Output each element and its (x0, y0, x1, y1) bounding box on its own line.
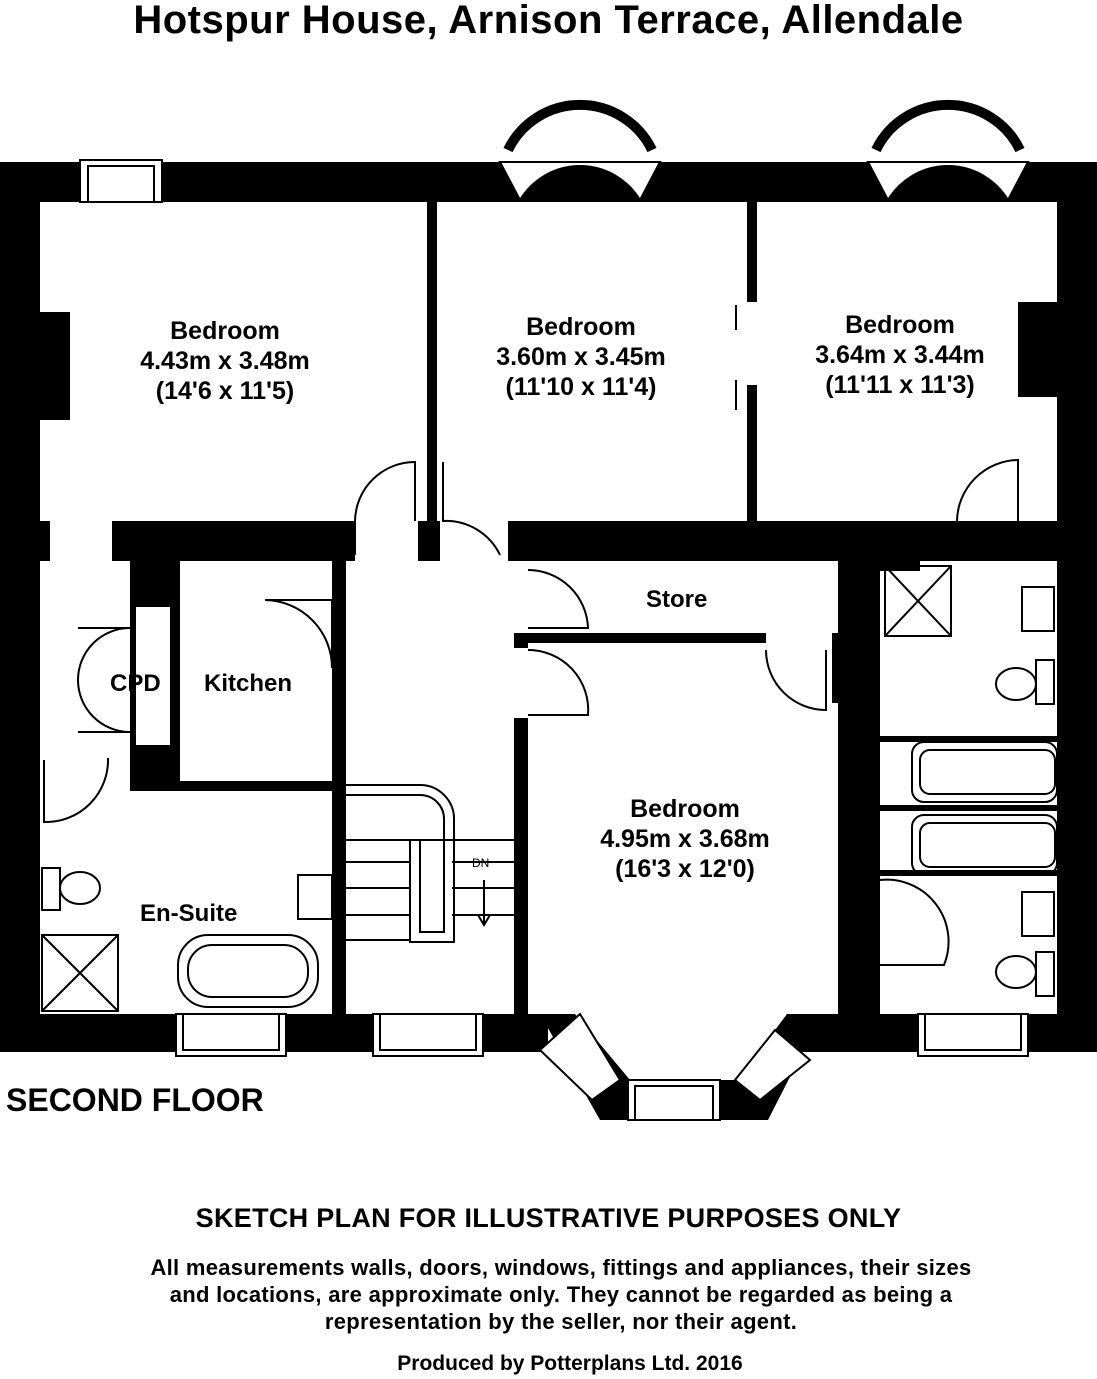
room-imperial: (11'11 x 11'3) (825, 371, 975, 399)
room-name: Bedroom (630, 795, 740, 823)
stairs (346, 784, 514, 943)
room-name: Bedroom (526, 313, 636, 341)
room-metric: 4.95m x 3.68m (600, 825, 770, 853)
store-label: Store (646, 586, 708, 613)
windows (79, 159, 1029, 1121)
fixtures (41, 565, 1058, 1012)
disclaimer-body: All measurements walls, doors, windows, … (150, 1255, 972, 1334)
doors (43, 305, 1019, 966)
producer-credit: Produced by Potterplans Ltd. 2016 (397, 1352, 743, 1375)
room-metric: 4.43m x 3.48m (140, 347, 310, 375)
room-metric: 3.60m x 3.45m (496, 343, 666, 371)
room-name: Bedroom (845, 311, 955, 339)
bedroom-2-label: Bedroom 3.60m x 3.45m (11'10 x 11'4) (456, 312, 706, 402)
plan-title: Hotspur House, Arnison Terrace, Allendal… (133, 0, 964, 42)
walls (0, 162, 1097, 1120)
room-imperial: (14'6 x 11'5) (155, 377, 295, 405)
cpd-label: CPD (110, 670, 161, 697)
bedroom-3-label: Bedroom 3.64m x 3.44m (11'11 x 11'3) (775, 310, 1025, 400)
disclaimer-heading: SKETCH PLAN FOR ILLUSTRATIVE PURPOSES ON… (195, 1203, 902, 1233)
bedroom-1-label: Bedroom 4.43m x 3.48m (14'6 x 11'5) (100, 316, 350, 406)
kitchen-label: Kitchen (204, 670, 293, 697)
room-metric: 3.64m x 3.44m (815, 341, 985, 369)
room-name: Bedroom (170, 317, 280, 345)
floor-label: SECOND FLOOR (6, 1082, 264, 1118)
room-imperial: (16'3 x 12'0) (615, 855, 755, 883)
bay-windows-top (498, 99, 1030, 203)
stairs-down-label: DN (472, 856, 490, 870)
room-imperial: (11'10 x 11'4) (505, 373, 657, 401)
bedroom-4-label: Bedroom 4.95m x 3.68m (16'3 x 12'0) (560, 794, 810, 884)
ensuite-label: En-Suite (140, 900, 238, 927)
